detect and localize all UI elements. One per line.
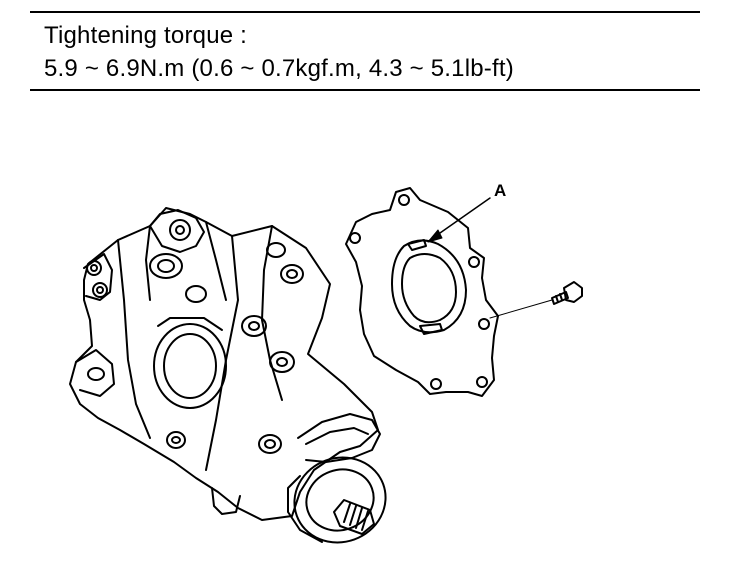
callout-a: A	[427, 181, 506, 243]
filter-flange-outer	[293, 456, 387, 544]
inlet-port-outer	[153, 323, 227, 409]
threaded-nipple	[333, 499, 375, 535]
torque-spec-box: Tightening torque : 5.9 ~ 6.9N.m (0.6 ~ …	[30, 11, 700, 91]
bracket-hole	[87, 367, 105, 381]
bottom-rule	[30, 89, 700, 91]
housing-boss-inner	[264, 439, 276, 449]
top-lug	[149, 209, 205, 253]
cover-bolt-hole	[349, 232, 361, 244]
housing-boss-inner	[286, 269, 298, 279]
housing-boss	[280, 264, 304, 284]
thread-line	[343, 503, 351, 523]
housing-rib	[117, 239, 151, 439]
housing-boss	[266, 242, 286, 258]
housing-boss-inner	[171, 436, 181, 444]
bolt-thread	[559, 293, 563, 301]
callout-arrowhead	[427, 229, 443, 243]
lower-bracket	[75, 349, 115, 397]
filter-mount-flange	[287, 456, 387, 544]
thread-line	[361, 510, 369, 531]
housing-boss-inner	[276, 357, 288, 367]
housing-rib	[145, 225, 151, 301]
callout-label-a: A	[494, 181, 506, 200]
cover-plate-outline	[345, 187, 499, 397]
cover-bolt-hole	[478, 318, 490, 330]
inlet-port-inner	[163, 333, 217, 399]
bolt-thread	[555, 295, 559, 303]
top-rule	[30, 11, 700, 13]
housing-boss	[149, 253, 183, 279]
cover-bolt-hole	[468, 256, 480, 268]
torque-title: Tightening torque :	[44, 22, 248, 49]
top-lug-hole	[169, 219, 191, 241]
housing-boss	[166, 431, 186, 449]
thread-line	[355, 507, 363, 529]
bolt-hole-inner	[90, 264, 98, 272]
crescent-slot	[407, 239, 427, 251]
pump-cover-plate	[345, 187, 499, 397]
housing-boss-inner	[157, 259, 175, 273]
bolt-hole	[86, 260, 102, 276]
outlet-pipe-inner	[305, 427, 369, 445]
oil-pump-housing	[69, 207, 381, 521]
cover-bolt-hole	[430, 378, 442, 390]
bolt-hole-inner	[96, 286, 104, 294]
housing-boss	[258, 434, 282, 454]
bolt-hole	[92, 282, 108, 298]
inlet-port-rim	[157, 317, 223, 331]
outlet-pipe	[297, 413, 381, 463]
housing-boss-inner	[248, 321, 260, 331]
bolt-alignment-line	[489, 299, 553, 319]
housing-outline	[69, 207, 379, 521]
cover-bolt	[551, 281, 583, 305]
rotor-recess	[391, 239, 467, 334]
top-lug-hole-inner	[175, 225, 185, 235]
cover-bolt-hole	[476, 376, 488, 388]
left-flange	[83, 253, 113, 301]
bolt-head	[563, 281, 583, 303]
housing-boss	[269, 351, 295, 373]
bottom-nozzle	[211, 487, 241, 515]
rotor-recess-inner	[401, 253, 457, 324]
thread-line	[349, 505, 357, 526]
housing-rib	[205, 235, 239, 471]
cover-bolt-hole	[398, 194, 410, 206]
housing-boss	[241, 315, 267, 337]
filter-flange-rim	[287, 475, 323, 543]
crescent-slot	[419, 323, 443, 335]
housing-rib	[205, 221, 227, 301]
bolt-shank	[551, 291, 569, 305]
housing-boss	[185, 285, 207, 303]
housing-rib	[261, 225, 283, 401]
torque-value: 5.9 ~ 6.9N.m (0.6 ~ 0.7kgf.m, 4.3 ~ 5.1l…	[44, 55, 514, 82]
filter-flange-inner	[305, 468, 375, 532]
